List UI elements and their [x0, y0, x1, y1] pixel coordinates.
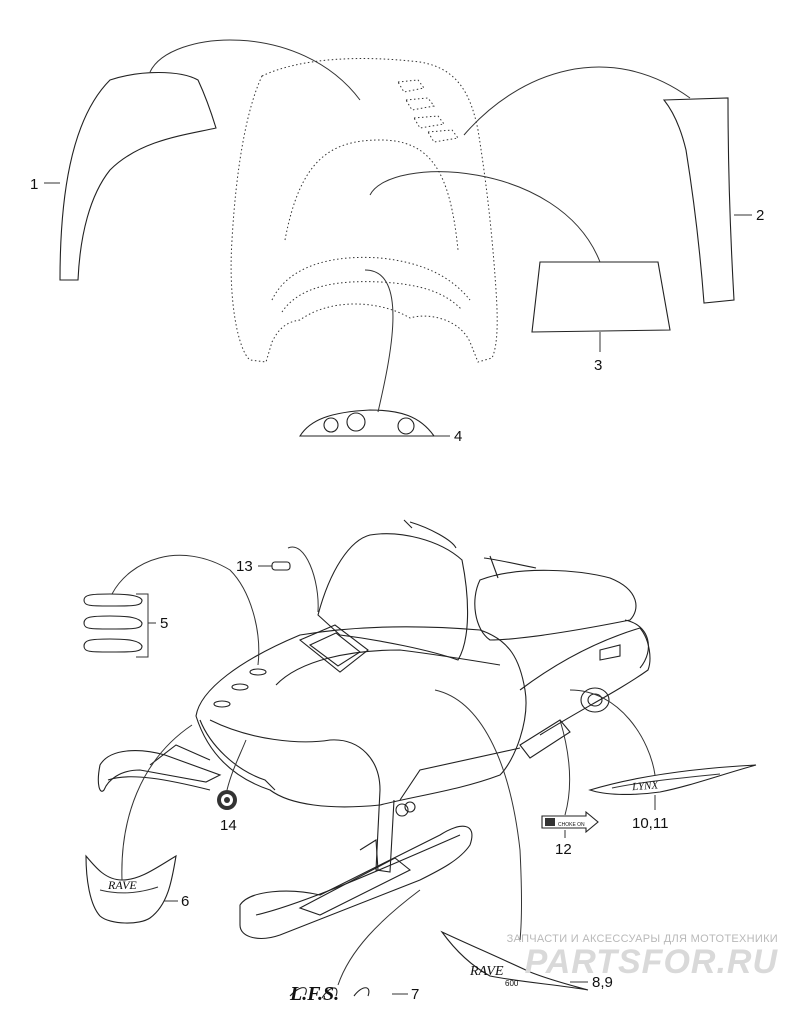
callout-2: 2	[756, 207, 764, 224]
callout-14: 14	[220, 817, 237, 834]
callout-6: 6	[181, 893, 189, 910]
decal-600-text: 600	[505, 979, 519, 988]
watermark-logo: PARTSFOR.RU	[524, 943, 778, 981]
callout-8-9: 8,9	[592, 974, 613, 991]
bracket-5	[136, 593, 156, 658]
leader-line-12	[559, 719, 571, 816]
leader-line-8-9	[434, 689, 522, 941]
decal-part-4[interactable]	[299, 409, 436, 437]
callout-1: 1	[30, 176, 38, 193]
leader-line-7	[337, 889, 421, 986]
leader-line-10-11	[569, 689, 656, 776]
leader-line-13	[287, 546, 319, 613]
leader-line-1	[149, 39, 361, 101]
decal-part-13[interactable]	[271, 561, 291, 571]
decal-part-14[interactable]	[217, 790, 237, 810]
decal-letters-text: L.F.S.	[289, 983, 339, 1005]
leader-line-4	[364, 269, 394, 413]
leader-line-14	[226, 739, 247, 791]
snowmobile-body	[97, 519, 651, 939]
decal-part-1[interactable]	[59, 71, 217, 281]
callout-4: 4	[454, 428, 462, 445]
callout-3: 3	[594, 357, 602, 374]
hood-outline	[230, 58, 498, 363]
callout-7: 7	[411, 986, 419, 1003]
decal-part-5[interactable]	[83, 593, 143, 653]
leader-line-2	[463, 66, 691, 136]
decal-part-10-11[interactable]	[588, 764, 757, 796]
decal-part-8-9[interactable]	[440, 930, 589, 991]
decal-part-7[interactable]	[289, 987, 370, 999]
leader-line-3	[369, 171, 601, 263]
decal-lynx-text: LYNX	[631, 779, 660, 793]
callout-10-11: 10,11	[632, 815, 668, 832]
decal-part-12[interactable]	[541, 810, 599, 834]
decal-part-2[interactable]	[662, 97, 735, 304]
decal-rave-text-6: RAVE	[107, 878, 137, 892]
leader-line-6	[121, 724, 193, 881]
leader-line-5	[111, 554, 260, 666]
watermark-tagline: ЗАПЧАСТИ И АКСЕССУАРЫ ДЛЯ МОТОТЕХНИКИ	[506, 933, 778, 945]
decal-arrow-text: CHOKE ON	[558, 822, 585, 828]
decal-rave-text-8-9: RAVE	[469, 964, 504, 979]
callout-12: 12	[555, 841, 572, 858]
watermark: ЗАПЧАСТИ И АКСЕССУАРЫ ДЛЯ МОТОТЕХНИКИ PA…	[507, 933, 778, 979]
callout-13: 13	[236, 558, 253, 575]
decal-part-3[interactable]	[531, 261, 671, 333]
decal-part-6[interactable]	[85, 854, 177, 924]
callout-5: 5	[160, 615, 168, 632]
